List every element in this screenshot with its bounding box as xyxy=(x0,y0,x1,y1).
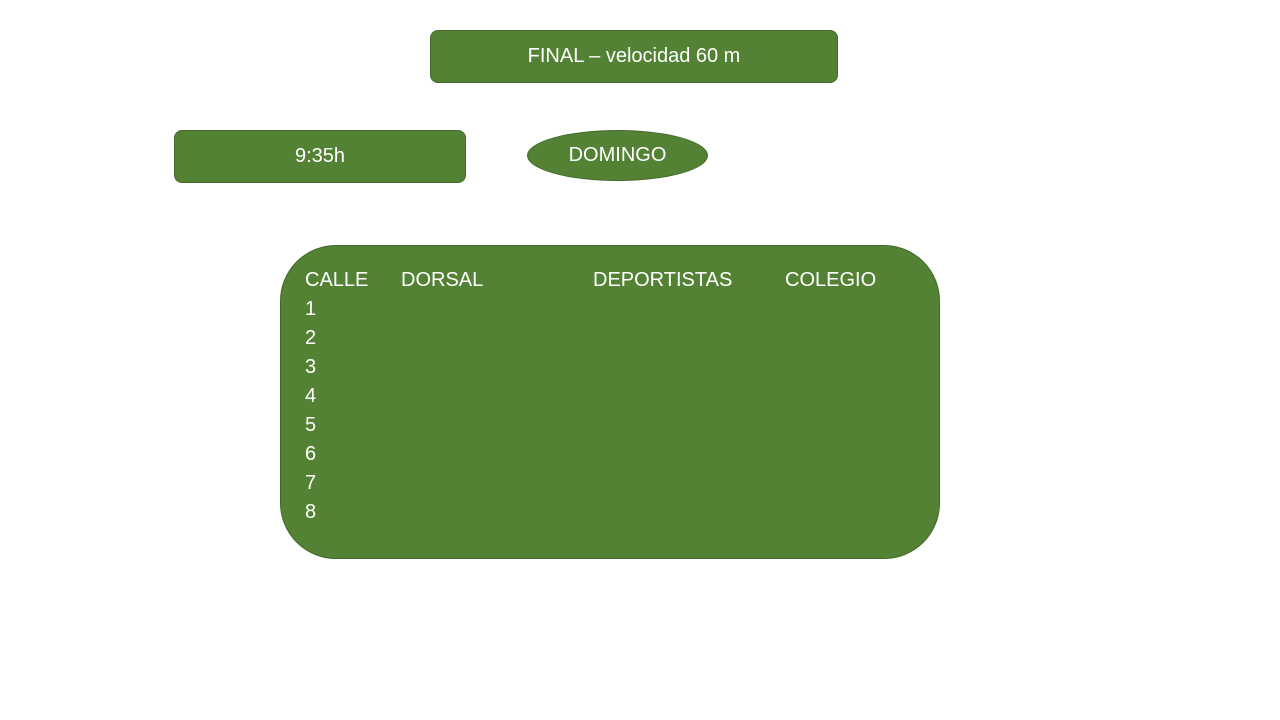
lane-number: 3 xyxy=(305,356,317,378)
lane-list: 1 2 3 4 5 6 7 8 xyxy=(305,295,316,527)
lane-number: 6 xyxy=(305,443,317,465)
event-title: FINAL – velocidad 60 m xyxy=(527,45,741,67)
lanes-table-panel: CALLE DORSAL DEPORTISTAS COLEGIO 1 2 3 4… xyxy=(280,245,940,559)
table-header-row: CALLE DORSAL DEPORTISTAS COLEGIO xyxy=(281,266,939,295)
header-dorsal: DORSAL xyxy=(401,269,484,291)
event-title-box: FINAL – velocidad 60 m xyxy=(430,30,838,83)
header-colegio: COLEGIO xyxy=(785,269,877,291)
lane-number: 8 xyxy=(305,501,317,523)
header-calle: CALLE xyxy=(305,269,369,291)
event-day: DOMINGO xyxy=(568,144,667,166)
lane-number: 7 xyxy=(305,472,317,494)
event-time: 9:35h xyxy=(294,145,346,167)
lane-number: 4 xyxy=(305,385,317,407)
lane-number: 1 xyxy=(305,298,317,320)
lane-number: 2 xyxy=(305,327,317,349)
time-box: 9:35h xyxy=(174,130,466,183)
lane-number: 5 xyxy=(305,414,317,436)
day-ellipse: DOMINGO xyxy=(527,130,708,181)
header-deportistas: DEPORTISTAS xyxy=(593,269,733,291)
